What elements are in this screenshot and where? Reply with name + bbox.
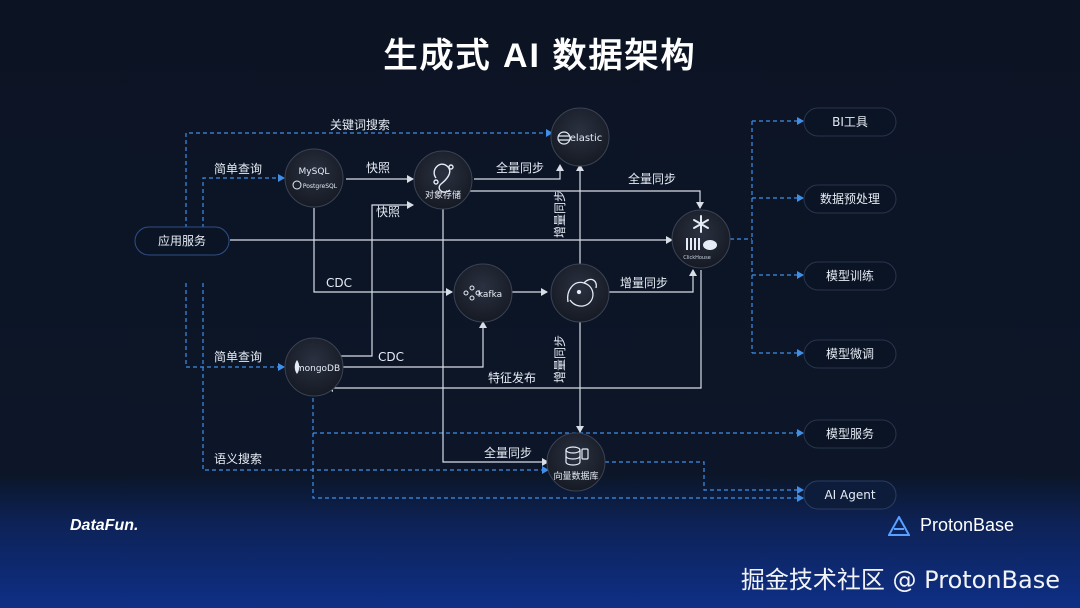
protonbase-logo: ProtonBase (888, 515, 1014, 536)
label-semantic-search: 语义搜索 (214, 451, 262, 466)
edge-obj-to-clickhouse (470, 190, 704, 209)
edge-semantic-search (202, 283, 549, 474)
elastic-label: elastic (570, 133, 602, 144)
object-storage-label: 对象存储 (425, 189, 461, 201)
output-data-preprocessing[interactable]: 数据预处理 (803, 184, 897, 214)
edge-mysql-cdc (313, 208, 453, 296)
edge-feature-publish (326, 270, 702, 392)
edge-obj-to-vector (442, 205, 549, 466)
edge-keyword-search (185, 129, 553, 228)
edge-simple-query-bottom (185, 283, 285, 371)
label-simple-query-bottom: 简单查询 (214, 350, 262, 364)
output-model-finetune-label: 模型微调 (826, 347, 874, 361)
label-keyword-search: 关键词搜索 (330, 117, 390, 132)
kafka-icon (463, 285, 481, 301)
mongodb-leaf-icon (294, 360, 300, 374)
edge-vector-to-ai-agent (605, 461, 804, 494)
clickhouse-label: ClickHouse (683, 255, 711, 261)
label-simple-query-top: 简单查询 (214, 162, 262, 176)
label-cdc-1: CDC (326, 276, 352, 290)
protonbase-triangle-icon (888, 515, 910, 536)
output-bi-tools-label: BI工具 (832, 115, 868, 129)
clickhouse-icon (686, 238, 700, 250)
database-elephant-icon (703, 240, 717, 250)
object-storage-icon (433, 163, 454, 193)
output-ai-agent-label: AI Agent (824, 488, 875, 502)
label-incremental-sync-right: 增量同步 (620, 276, 668, 290)
postgresql-label: PostgreSQL (303, 183, 338, 190)
label-incremental-sync-up: 增量同步 (553, 190, 567, 238)
label-full-sync-3: 全量同步 (484, 445, 532, 460)
postgresql-icon (292, 180, 302, 190)
output-model-training-label: 模型训练 (826, 268, 874, 283)
snowflake-icon (693, 215, 709, 233)
node-object-storage[interactable]: 对象存储 (413, 150, 473, 210)
node-kafka[interactable]: kafka (453, 263, 513, 323)
node-vector-db[interactable]: 向量数据库 (546, 432, 606, 492)
kafka-label: kafka (478, 290, 502, 300)
watermark: 掘金技术社区 @ ProtonBase (740, 566, 1060, 594)
label-snapshot-1: 快照 (366, 161, 390, 175)
edge-obj-to-elastic (474, 164, 564, 180)
flink-squirrel-icon (567, 278, 597, 307)
node-elastic[interactable]: elastic (550, 107, 610, 167)
mongodb-label: mongoDB (296, 364, 340, 374)
label-cdc-2: CDC (378, 350, 404, 364)
protonbase-logo-text: ProtonBase (920, 515, 1015, 535)
edge-simple-query-top (202, 174, 285, 228)
label-feature-publish: 特征发布 (488, 370, 536, 385)
edge-mongo-to-ai-agent (312, 433, 804, 502)
vector-db-label: 向量数据库 (553, 470, 598, 482)
node-clickhouse[interactable]: ClickHouse (671, 209, 731, 269)
output-data-preprocessing-label: 数据预处理 (820, 191, 880, 206)
output-model-training[interactable]: 模型训练 (803, 261, 897, 291)
datafun-logo-text: DataFun. (70, 517, 139, 534)
node-app-service[interactable]: 应用服务 (134, 226, 230, 256)
node-flink[interactable] (550, 263, 610, 323)
node-app-service-label: 应用服务 (158, 233, 206, 248)
output-model-service[interactable]: 模型服务 (803, 419, 897, 449)
node-mongodb[interactable]: mongoDB (284, 337, 344, 397)
edge-mongo-cdc (342, 321, 487, 368)
label-snapshot-2: 快照 (376, 205, 400, 219)
label-full-sync-2: 全量同步 (628, 171, 676, 186)
output-ai-agent[interactable]: AI Agent (803, 480, 897, 510)
node-mysql-postgres[interactable]: MySQL PostgreSQL (284, 148, 344, 208)
page-title: 生成式 AI 数据架构 (383, 37, 697, 75)
output-bi-tools[interactable]: BI工具 (803, 107, 897, 137)
output-model-finetune[interactable]: 模型微调 (803, 339, 897, 369)
output-model-service-label: 模型服务 (826, 426, 874, 441)
database-icon (565, 446, 589, 466)
mysql-label: MySQL (299, 167, 330, 177)
datafun-logo: DataFun. (70, 517, 138, 535)
edge-mongo-to-model-service (312, 398, 804, 437)
label-full-sync-1: 全量同步 (496, 160, 544, 175)
edge-mongo-snapshot (330, 201, 414, 357)
edge-flink-to-clickhouse (608, 269, 697, 293)
elastic-icon (557, 131, 571, 145)
label-incremental-sync-down: 增量同步 (553, 335, 567, 383)
